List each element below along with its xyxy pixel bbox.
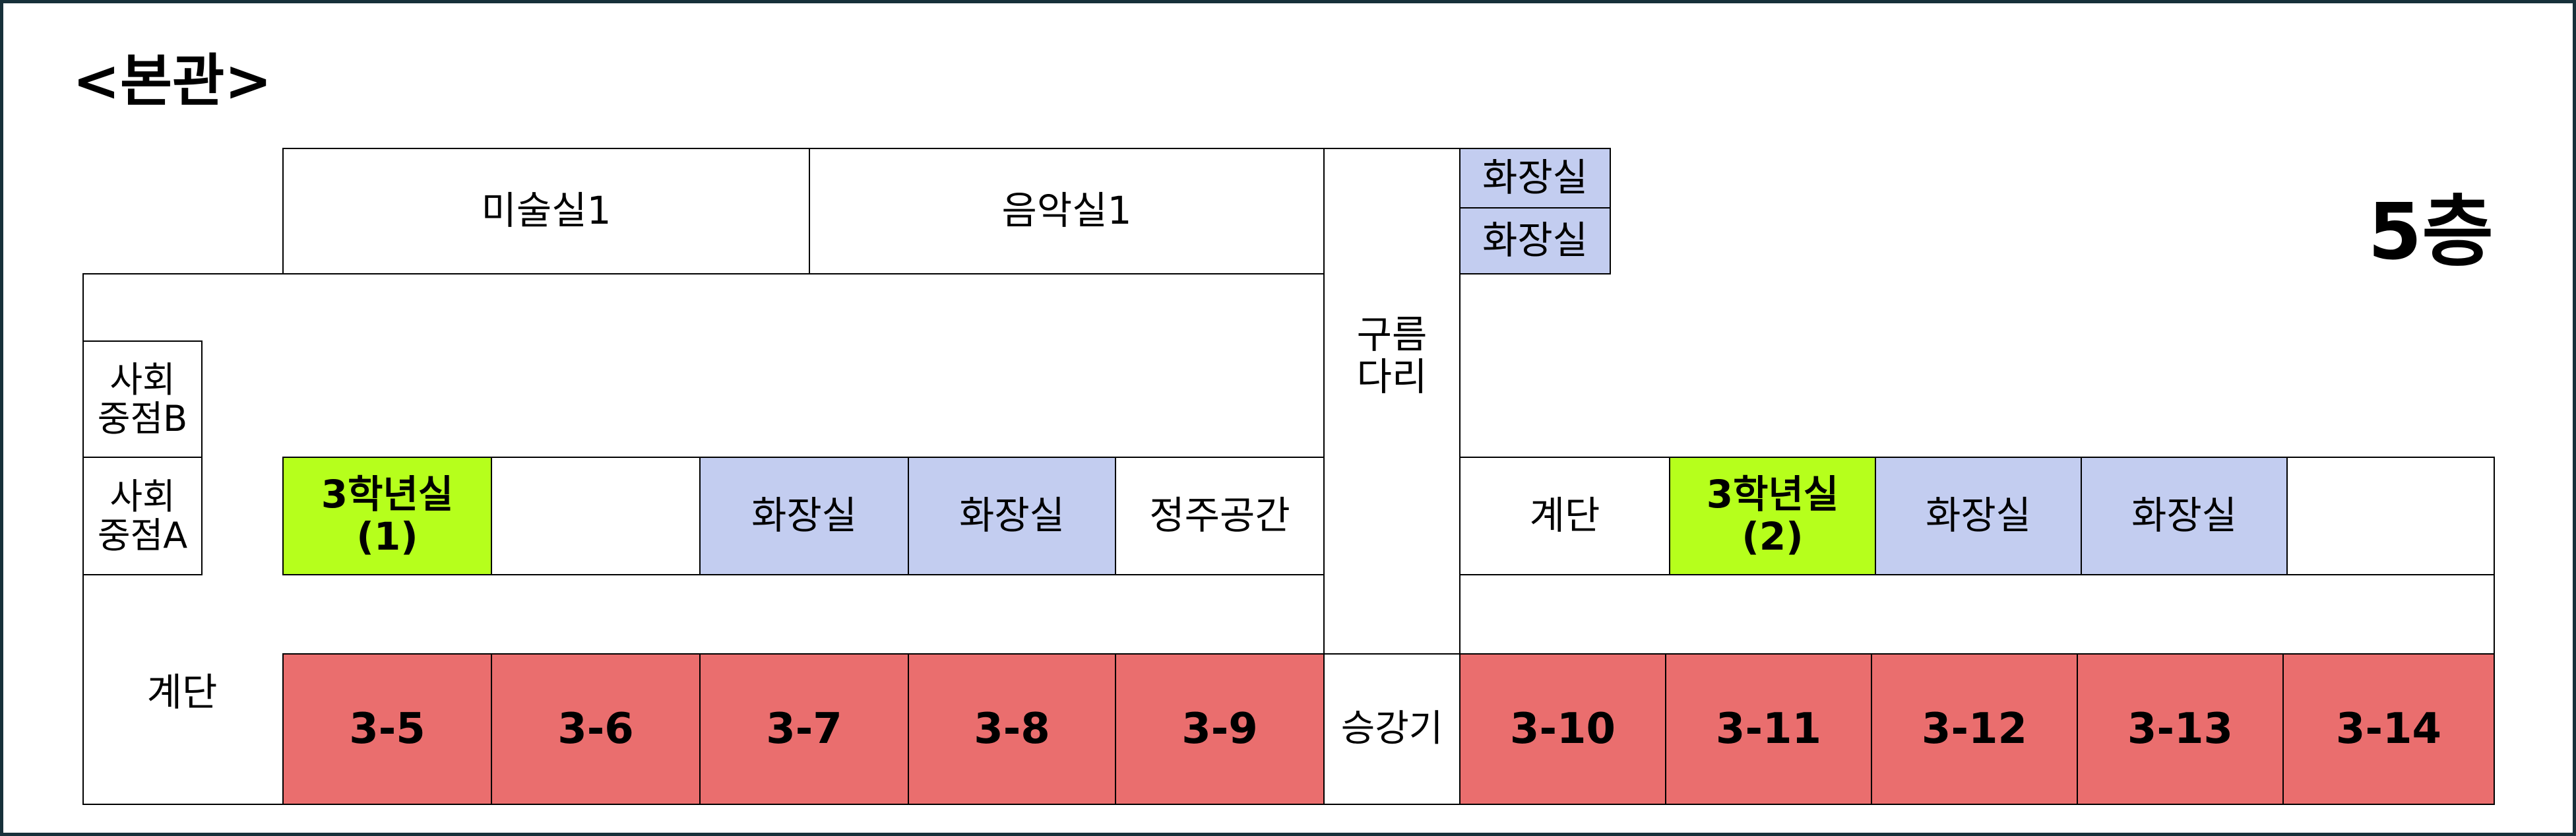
classroom-3-11: 3-11 <box>1665 653 1872 805</box>
classroom-3-14: 3-14 <box>2282 653 2495 805</box>
room-social-b: 사회 중점B <box>82 340 203 458</box>
room-social-a: 사회 중점A <box>82 457 203 575</box>
classroom-3-12: 3-12 <box>1871 653 2078 805</box>
room-bridge: 구름 다리 <box>1356 312 1428 399</box>
stairs-right: 계단 <box>1459 457 1670 575</box>
restroom-mid-3: 화장실 <box>1875 457 2082 575</box>
grade-room-1: 3학년실 (1) <box>282 457 492 575</box>
room-empty-2 <box>2286 457 2495 575</box>
restroom-top-1: 화장실 <box>1459 148 1611 209</box>
classroom-3-8: 3-8 <box>908 653 1116 805</box>
restroom-mid-2: 화장실 <box>908 457 1116 575</box>
classroom-3-7: 3-7 <box>699 653 909 805</box>
restroom-top-2: 화장실 <box>1459 207 1611 274</box>
room-empty-1 <box>491 457 701 575</box>
classroom-3-5: 3-5 <box>282 653 492 805</box>
elevator: 승강기 <box>1323 653 1461 805</box>
restroom-mid-1: 화장실 <box>699 457 909 575</box>
classroom-3-13: 3-13 <box>2077 653 2284 805</box>
room-art-1: 미술실1 <box>282 148 810 274</box>
building-title: <본관> <box>73 48 272 114</box>
room-prayer: 정주공간 <box>1115 457 1325 575</box>
stairs-left: 계단 <box>146 670 218 715</box>
classroom-3-10: 3-10 <box>1459 653 1666 805</box>
classroom-3-9: 3-9 <box>1115 653 1325 805</box>
classroom-3-6: 3-6 <box>491 653 701 805</box>
floor-label: 5층 <box>2368 186 2494 277</box>
room-music-1: 음악실1 <box>809 148 1325 274</box>
restroom-mid-4: 화장실 <box>2081 457 2288 575</box>
grade-room-2: 3학년실 (2) <box>1669 457 1876 575</box>
